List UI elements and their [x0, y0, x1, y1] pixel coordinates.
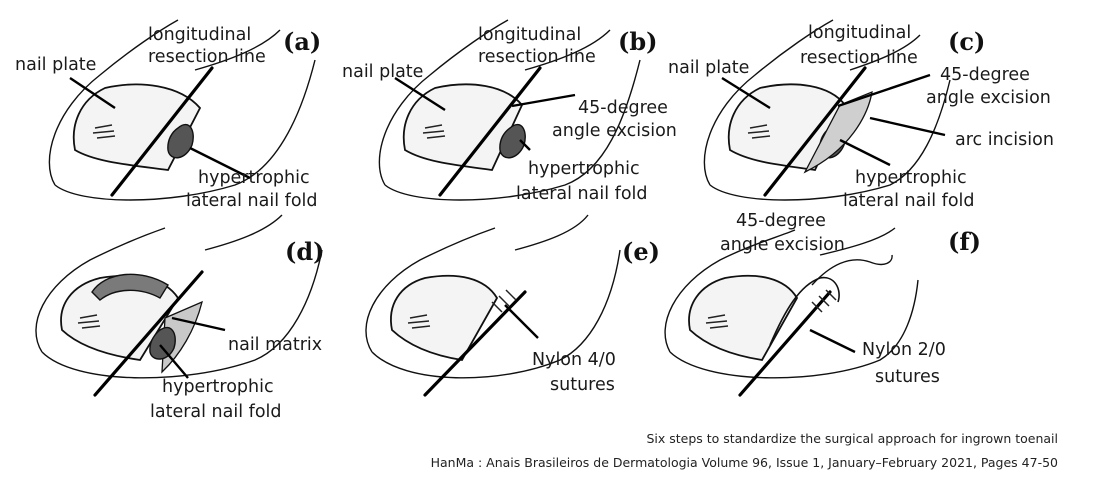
label-fold-2-d: lateral nail fold — [150, 402, 282, 422]
panel-letter-b: (b) — [618, 27, 658, 56]
panel-a: (a) nail plate longitudinal resection li… — [15, 19, 321, 211]
panel-e: (e) Nylon 4/0 sutures — [365, 214, 660, 397]
toe-drawing-f — [664, 227, 919, 397]
panel-letter-d: (d) — [285, 237, 325, 266]
label-angle2-2-c: angle excision — [720, 235, 845, 255]
toe-drawing-d — [35, 214, 323, 397]
label-angle-1-c: 45-degree — [940, 65, 1030, 85]
panel-f: (f) Nylon 2/0 sutures — [664, 227, 981, 397]
label-resection-1-a: longitudinal — [148, 25, 251, 45]
label-fold-1-a: hypertrophic — [198, 168, 310, 188]
label-resection-2-a: resection line — [148, 47, 266, 67]
label-sutures-1-f: Nylon 2/0 — [862, 340, 946, 360]
label-sutures-1-e: Nylon 4/0 — [532, 350, 616, 370]
label-resection-2-c: resection line — [800, 48, 918, 68]
label-fold-1-c: hypertrophic — [855, 168, 967, 188]
label-sutures-2-f: sutures — [875, 367, 940, 387]
label-resection-1-b: longitudinal — [478, 25, 581, 45]
panel-letter-f: (f) — [948, 227, 981, 256]
panel-c: (c) nail plate longitudinal resection li… — [668, 19, 1054, 255]
label-fold-1-b: hypertrophic — [528, 159, 640, 179]
panel-letter-c: (c) — [948, 27, 985, 56]
caption-line-1: Six steps to standardize the surgical ap… — [646, 431, 1058, 446]
label-fold-2-b: lateral nail fold — [516, 184, 648, 204]
panel-letter-a: (a) — [283, 27, 321, 56]
panel-d: (d) nail matrix hypertrophic lateral nai… — [35, 214, 325, 422]
label-resection-2-b: resection line — [478, 47, 596, 67]
label-arc-c: arc incision — [955, 130, 1054, 150]
toe-drawing-e — [365, 214, 621, 397]
panel-letter-e: (e) — [622, 237, 660, 266]
label-nail-plate-c: nail plate — [668, 58, 749, 78]
toe-drawing-c — [703, 19, 951, 201]
label-sutures-2-e: sutures — [550, 375, 615, 395]
label-nail-plate-b: nail plate — [342, 62, 423, 82]
caption-line-2: HanMa : Anais Brasileiros de Dermatologi… — [431, 455, 1058, 470]
label-fold-2-c: lateral nail fold — [843, 191, 975, 211]
label-angle-1-b: 45-degree — [578, 98, 668, 118]
label-fold-1-d: hypertrophic — [162, 377, 274, 397]
label-angle2-1-c: 45-degree — [736, 211, 826, 231]
label-nail-plate-a: nail plate — [15, 55, 96, 75]
label-matrix-d: nail matrix — [228, 335, 322, 355]
label-angle-2-c: angle excision — [926, 88, 1051, 108]
label-fold-2-a: lateral nail fold — [186, 191, 318, 211]
label-resection-1-c: longitudinal — [808, 23, 911, 43]
label-angle-2-b: angle excision — [552, 121, 677, 141]
toe-drawing-b — [378, 19, 641, 201]
panel-b: (b) nail plate longitudinal resection li… — [342, 19, 677, 204]
toe-drawing-a — [48, 19, 316, 201]
